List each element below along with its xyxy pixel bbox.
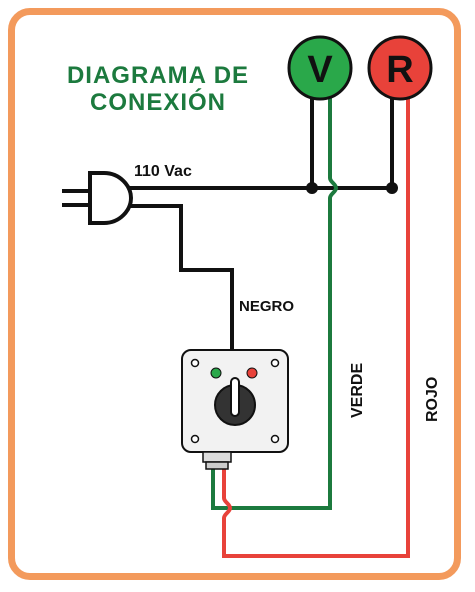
title-line-2: CONEXIÓN: [89, 89, 226, 116]
green-lamp-letter: V: [307, 49, 333, 91]
black-wire-negro: [128, 204, 234, 356]
switch-red-indicator: [246, 367, 258, 379]
switch-green-indicator: [210, 367, 222, 379]
selector-switch-icon: [181, 349, 289, 470]
title-line-1: DIAGRAMA DE: [66, 62, 250, 89]
red-wire-label: ROJO: [424, 377, 441, 422]
switch-lever: [230, 377, 240, 417]
black-wire-label: NEGRO: [239, 298, 294, 315]
black-wiring: [128, 95, 394, 356]
junction-dot-green: [306, 182, 318, 194]
red-lamp-letter: R: [386, 49, 413, 91]
green-wire-label: VERDE: [349, 363, 366, 418]
junction-dot-red: [386, 182, 398, 194]
diagram-frame: [8, 8, 461, 580]
diagram-title: DIAGRAMA DE CONEXIÓN: [38, 62, 278, 116]
voltage-label: 110 Vac: [134, 163, 192, 180]
red-wire-rojo: [222, 95, 410, 558]
red-lamp-icon: R: [367, 35, 433, 101]
power-plug-icon: [62, 171, 134, 225]
green-lamp-icon: V: [287, 35, 353, 101]
green-wire-verde: [211, 95, 339, 510]
